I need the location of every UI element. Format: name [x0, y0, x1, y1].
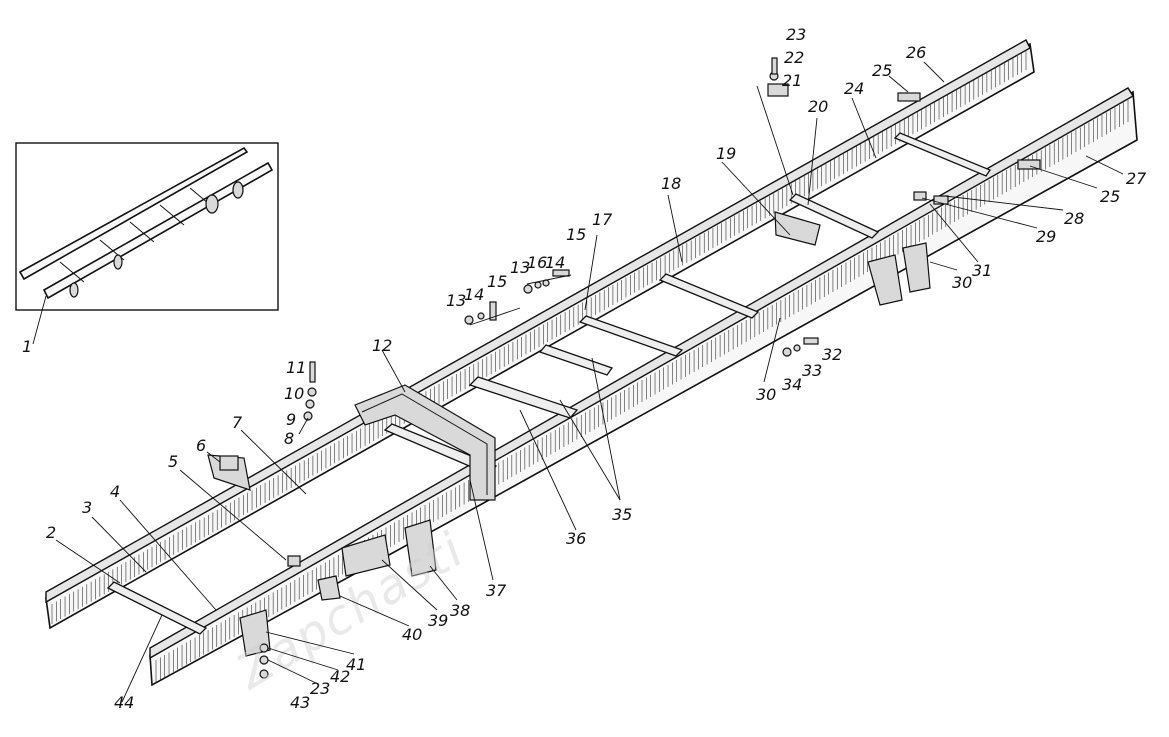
callout-label: 33 [802, 361, 822, 380]
callout-label: 27 [1126, 169, 1147, 188]
callout-label: 30 [756, 385, 776, 404]
callout-label: 36 [566, 529, 586, 548]
callout-label: 13 [510, 258, 530, 277]
callout-label: 37 [486, 581, 507, 600]
callout-labels: 1234567891011121314151316141517181920212… [22, 25, 1147, 712]
callout-label: 9 [286, 410, 296, 429]
callout-label: 39 [428, 611, 448, 630]
callout-label: 28 [1064, 209, 1084, 228]
callout-label: 32 [822, 345, 842, 364]
overview-inset [15, 142, 279, 311]
callout-label: 7 [232, 413, 243, 432]
callout-label: 14 [464, 285, 484, 304]
callout-label: 15 [566, 225, 586, 244]
callout-label: 38 [450, 601, 470, 620]
callout-label: 19 [716, 144, 736, 163]
callout-label: 4 [110, 482, 120, 501]
callout-label: 26 [906, 43, 926, 62]
callout-label: 31 [972, 261, 992, 280]
callout-label: 6 [196, 436, 206, 455]
callout-label: 44 [114, 693, 134, 712]
callout-label: 13 [446, 291, 466, 310]
callout-label: 25 [872, 61, 892, 80]
callout-label: 40 [402, 625, 422, 644]
front-cross-cradle [354, 384, 496, 501]
callout-label: 23 [786, 25, 806, 44]
callout-label: 24 [844, 79, 864, 98]
callout-label: 3 [82, 498, 92, 517]
callout-label: 41 [346, 655, 366, 674]
callout-label: 1 [22, 337, 32, 356]
left-side-rail [45, 39, 1035, 630]
callout-label: 30 [952, 273, 972, 292]
callout-label: 12 [372, 336, 392, 355]
callout-label: 35 [612, 505, 632, 524]
callout-label: 5 [168, 452, 178, 471]
callout-label: 10 [284, 384, 304, 403]
right-side-rail [149, 87, 1138, 687]
callout-label: 14 [545, 253, 565, 272]
callout-label: 21 [782, 71, 802, 90]
callout-label: 29 [1036, 227, 1056, 246]
callout-label: 15 [487, 272, 507, 291]
callout-label: 8 [284, 429, 294, 448]
callout-label: 43 [290, 693, 310, 712]
callout-label: 20 [808, 97, 828, 116]
callout-label: 25 [1100, 187, 1120, 206]
callout-label: 23 [310, 679, 330, 698]
callout-label: 42 [330, 667, 350, 686]
callout-label: 22 [784, 48, 804, 67]
callout-label: 16 [527, 253, 547, 272]
callout-label: 34 [782, 375, 802, 394]
callout-label: 17 [592, 210, 613, 229]
callout-label: 11 [286, 358, 306, 377]
callout-label: 2 [46, 523, 56, 542]
callouts [32, 61, 1124, 703]
callout-label: 18 [661, 174, 681, 193]
